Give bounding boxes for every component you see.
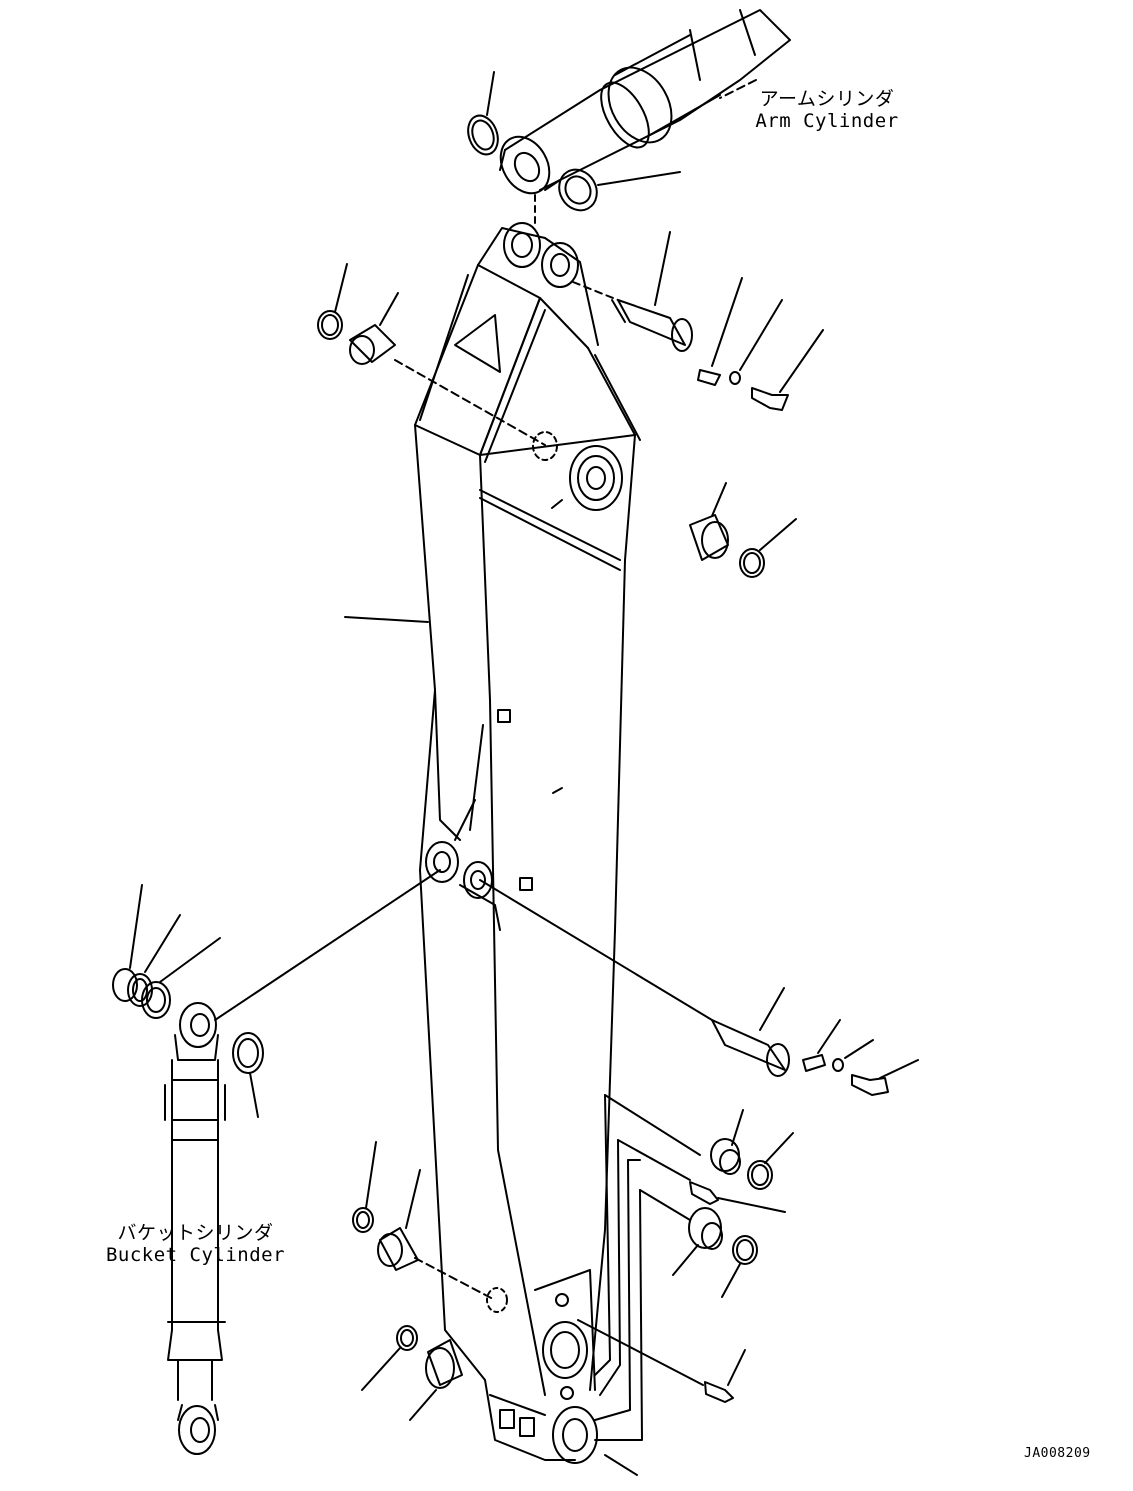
seal-lower-left-1 xyxy=(352,1141,377,1233)
washer-small-lower xyxy=(832,1039,874,1072)
arm-cylinder xyxy=(499,9,791,195)
grease-fitting-2 xyxy=(704,1349,746,1403)
bucket-cylinder-label: バケットシリンダ Bucket Cylinder xyxy=(98,1222,293,1266)
washers-bucket-cylinder xyxy=(112,884,221,1019)
washer-small-top xyxy=(729,299,783,385)
bolt-top xyxy=(751,329,824,411)
pin-top xyxy=(572,231,693,352)
bushing-upper-left xyxy=(349,292,399,365)
washer-top-right xyxy=(558,168,681,212)
bolt-lower xyxy=(851,1059,919,1096)
lock-plate-lower xyxy=(802,1019,841,1072)
bushing-lower-right-2 xyxy=(672,1207,723,1276)
grease-fitting-1 xyxy=(689,1181,786,1213)
bucket-cylinder-label-jp: バケットシリンダ xyxy=(117,1222,274,1244)
arm-body xyxy=(394,222,641,1464)
drawing-code: JA008209 xyxy=(1024,1446,1091,1461)
lock-plate-top xyxy=(697,277,743,386)
pin-lower xyxy=(479,879,790,1077)
bushing-right-middle xyxy=(689,482,729,561)
arm-cylinder-label-en: Arm Cylinder xyxy=(755,110,899,132)
arm-cylinder-label-jp: アームシリンダ xyxy=(759,88,895,110)
seal-lower-left-2 xyxy=(361,1325,418,1391)
bucket-cylinder-label-en: Bucket Cylinder xyxy=(105,1244,286,1266)
bucket-cylinder xyxy=(164,869,441,1455)
seal-lower-right-1 xyxy=(747,1132,794,1190)
arm-cylinder-label: アームシリンダ Arm Cylinder xyxy=(752,88,902,132)
washer-bucket-cylinder-right xyxy=(232,1032,264,1118)
bushing-lower-left-2 xyxy=(409,1339,463,1421)
washer-top-left xyxy=(467,71,499,156)
seal-right-middle xyxy=(739,518,797,578)
seal-lower-right-2 xyxy=(721,1235,758,1298)
bushing-lower-left-1 xyxy=(377,1169,496,1301)
seal-upper-left xyxy=(317,263,348,340)
bushing-lower-right-1 xyxy=(710,1109,744,1175)
